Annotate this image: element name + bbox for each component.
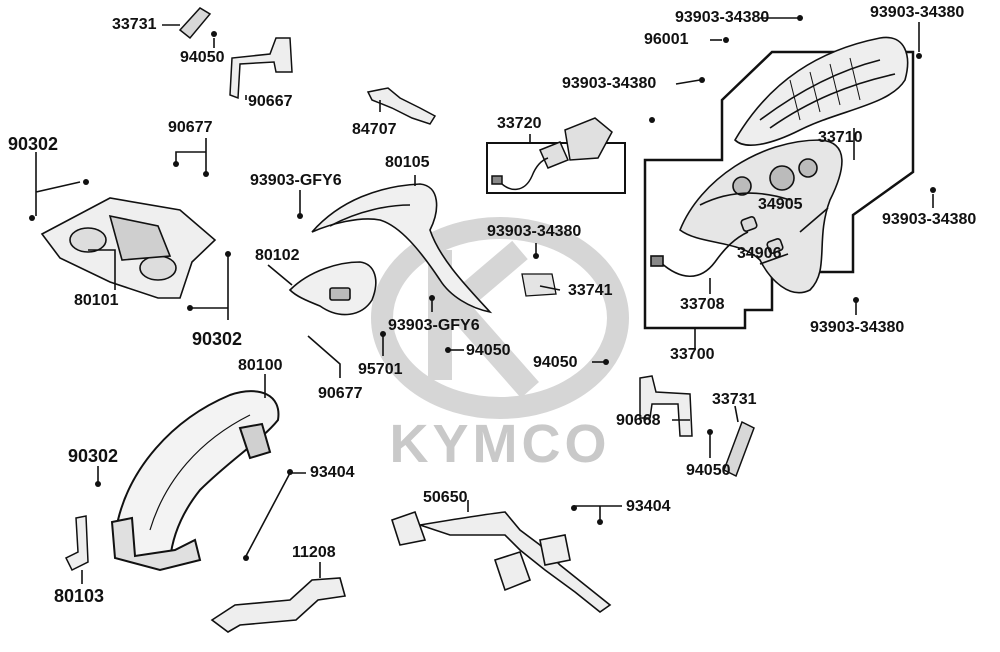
part-label-93903-34380: 93903-34380 xyxy=(487,223,582,240)
rear-frame-bracket xyxy=(391,510,612,613)
part-label-33700: 33700 xyxy=(670,346,715,363)
part-label-90667: 90667 xyxy=(248,93,293,110)
rear-center-cover xyxy=(311,183,493,314)
reflector-33731-top xyxy=(178,7,212,40)
part-label-90668: 90668 xyxy=(616,412,661,429)
plate-33741 xyxy=(521,273,557,297)
part-label-33708: 33708 xyxy=(680,296,725,313)
part-label-95701: 95701 xyxy=(358,361,403,378)
part-label-93903-34380: 93903-34380 xyxy=(882,211,977,228)
part-label-90302: 90302 xyxy=(68,446,119,466)
part-label-94050: 94050 xyxy=(466,342,511,359)
bracket-84707 xyxy=(366,87,437,125)
part-label-93903-gfy6: 93903-GFY6 xyxy=(250,172,342,189)
part-label-90302: 90302 xyxy=(192,329,243,349)
part-label-50650: 50650 xyxy=(423,489,468,506)
part-label-80100: 80100 xyxy=(238,357,283,374)
part-label-94050: 94050 xyxy=(686,462,731,479)
fasteners xyxy=(29,15,936,561)
watermark-text: KYMCO xyxy=(390,414,611,474)
part-label-80102: 80102 xyxy=(255,247,300,264)
kymco-watermark: KYMCO xyxy=(371,217,629,474)
part-label-93903-gfy6: 93903-GFY6 xyxy=(388,317,480,334)
part-label-93903-34380: 93903-34380 xyxy=(675,9,770,26)
part-label-33731: 33731 xyxy=(712,391,757,408)
part-label-34906: 34906 xyxy=(737,245,782,262)
part-label-80103: 80103 xyxy=(54,586,105,606)
stay-80103 xyxy=(64,515,89,572)
part-label-93404: 93404 xyxy=(626,498,671,515)
taillight-wiring xyxy=(650,216,784,277)
part-label-33731: 33731 xyxy=(112,16,157,33)
license-light xyxy=(491,117,613,190)
taillight-housing xyxy=(679,139,843,294)
part-label-94050: 94050 xyxy=(180,49,225,66)
part-label-80101: 80101 xyxy=(74,292,119,309)
part-label-94050: 94050 xyxy=(533,354,578,371)
part-label-34905: 34905 xyxy=(758,196,803,213)
inner-fender-plate xyxy=(40,197,217,299)
taillight-assembly-boundary xyxy=(643,50,915,330)
part-label-93903-34380: 93903-34380 xyxy=(810,319,905,336)
bracket-11208 xyxy=(210,577,347,633)
part-label-93404: 93404 xyxy=(310,464,355,481)
part-label-11208: 11208 xyxy=(292,544,336,561)
reflector-33731-right xyxy=(723,420,755,478)
part-label-93903-34380: 93903-34380 xyxy=(870,4,965,21)
rear-fender xyxy=(110,390,280,572)
part-label-90677: 90677 xyxy=(318,385,363,402)
part-label-96001: 96001 xyxy=(644,31,689,48)
rear-under-cover xyxy=(288,261,377,316)
part-label-84707: 84707 xyxy=(352,121,397,138)
part-label-33720: 33720 xyxy=(497,115,542,132)
part-label-80105: 80105 xyxy=(385,154,430,171)
bracket-90668 xyxy=(639,375,693,437)
bracket-90667 xyxy=(229,37,293,100)
part-label-90677: 90677 xyxy=(168,119,213,136)
taillight-lens xyxy=(733,36,909,146)
part-label-90302: 90302 xyxy=(8,134,59,154)
part-label-93903-34380: 93903-34380 xyxy=(562,75,657,92)
part-label-33710: 33710 xyxy=(818,129,863,146)
part-label-33741: 33741 xyxy=(568,282,613,299)
